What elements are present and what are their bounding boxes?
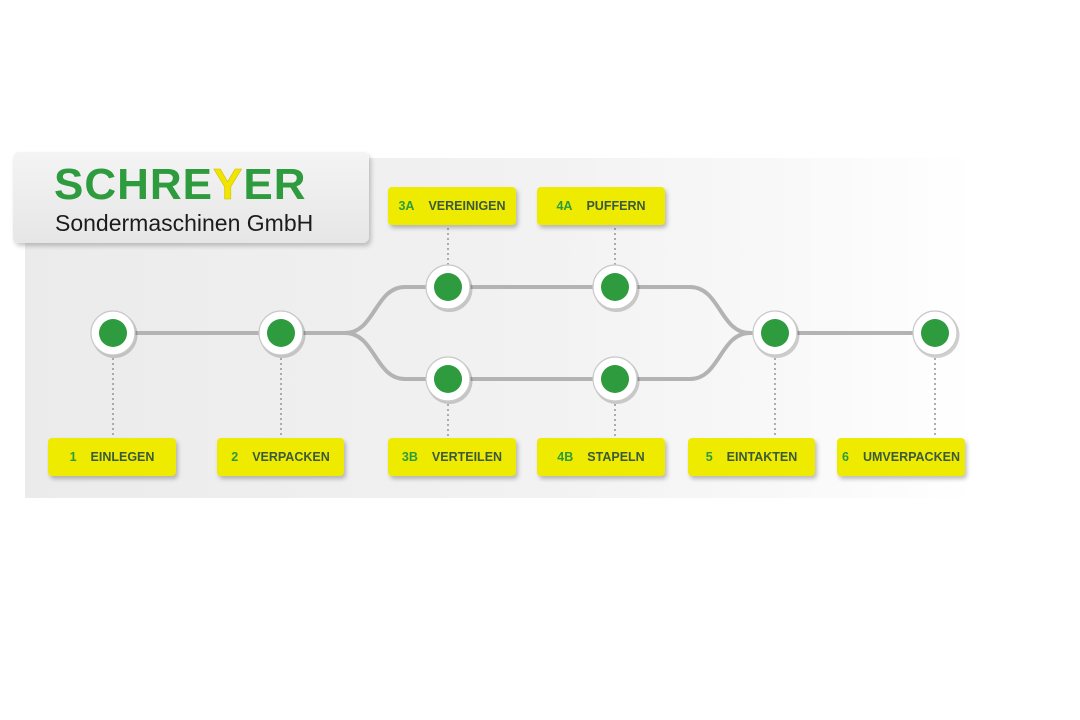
flow-line-lower-split bbox=[343, 331, 752, 381]
step-number: 1 bbox=[69, 450, 77, 464]
node-4a bbox=[592, 264, 640, 312]
step-label-3b: 3B VERTEILEN bbox=[388, 438, 516, 476]
company-logo: SCHREYER bbox=[54, 160, 334, 210]
step-name: STAPELN bbox=[587, 450, 645, 464]
step-number: 5 bbox=[705, 450, 713, 464]
step-number: 2 bbox=[231, 450, 239, 464]
node-3b bbox=[425, 356, 473, 404]
step-number: 4B bbox=[557, 450, 574, 464]
step-label-2: 2 VERPACKEN bbox=[217, 438, 344, 476]
node-1 bbox=[90, 310, 138, 358]
step-number: 3B bbox=[401, 450, 418, 464]
step-number: 4A bbox=[556, 199, 573, 213]
step-name: UMVERPACKEN bbox=[862, 450, 960, 464]
step-name: EINLEGEN bbox=[90, 450, 155, 464]
step-label-1: 1 EINLEGEN bbox=[48, 438, 176, 476]
logo-word-accent: Y bbox=[213, 160, 244, 210]
flow-line-upper-split bbox=[343, 285, 752, 335]
step-label-4b: 4B STAPELN bbox=[537, 438, 665, 476]
step-number: 3A bbox=[398, 199, 415, 213]
node-3a bbox=[425, 264, 473, 312]
node-6 bbox=[912, 310, 960, 358]
step-name: PUFFERN bbox=[586, 199, 646, 213]
company-subtitle: Sondermaschinen GmbH bbox=[55, 210, 314, 236]
step-name: VERTEILEN bbox=[431, 450, 503, 464]
node-2 bbox=[258, 310, 306, 358]
node-4b bbox=[592, 356, 640, 404]
step-label-5: 5 EINTAKTEN bbox=[688, 438, 815, 476]
step-number: 6 bbox=[842, 450, 849, 464]
logo-word-start: SCHRE bbox=[54, 160, 214, 209]
step-name: VEREINIGEN bbox=[428, 199, 506, 213]
step-name: EINTAKTEN bbox=[726, 450, 798, 464]
step-label-4a: 4A PUFFERN bbox=[537, 187, 665, 225]
logo-word-end: ER bbox=[243, 160, 307, 209]
node-5 bbox=[752, 310, 800, 358]
step-name: VERPACKEN bbox=[252, 450, 330, 464]
step-label-6: 6 UMVERPACKEN bbox=[837, 438, 965, 476]
step-label-3a: 3A VEREINIGEN bbox=[388, 187, 516, 225]
logo-panel bbox=[13, 152, 369, 243]
